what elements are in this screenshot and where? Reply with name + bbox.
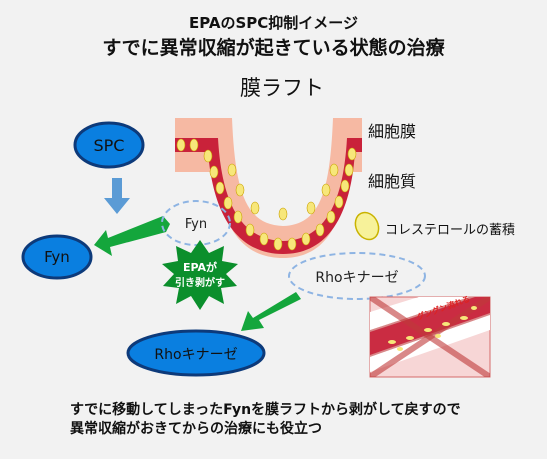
- title-line2: すでに異常収縮が起きている状態の治療: [102, 37, 445, 59]
- epa-line1: EPAが: [183, 260, 217, 274]
- title-line1: EPAのSPC抑制イメージ: [189, 14, 358, 32]
- epa-star: [162, 240, 238, 310]
- rho-bottom-label: Rhoキナーゼ: [154, 347, 237, 363]
- cytoplasm-label: 細胞質: [368, 172, 417, 191]
- fyn-raft-node: [161, 200, 231, 246]
- cholesterol-label: コレステロールの蓄積: [385, 223, 516, 238]
- note-line1: すでに移動してしまったFynを膜ラフトから剥がして戻すので: [70, 402, 461, 418]
- epa-line2: 引き剥がす: [175, 276, 225, 289]
- rho-bottom-node: [126, 329, 266, 377]
- spc-node: [73, 121, 145, 169]
- note-line2: 異常収縮がおきてからの治療にも役立つ: [70, 421, 322, 437]
- cell-membrane: [175, 118, 362, 258]
- raft-label: 膜ラフト: [240, 76, 324, 100]
- fyn-raft-label: Fyn: [185, 217, 207, 232]
- rho-raft-node: [288, 252, 426, 300]
- spc-down-arrow: [104, 178, 130, 214]
- spc-node-label: SPC: [94, 136, 125, 155]
- membrane-label: 細胞膜: [368, 122, 417, 141]
- fyn-green-arrow: [94, 216, 170, 256]
- cholesterol-icon: [354, 211, 380, 241]
- bottom-note: すでに移動してしまったFynを膜ラフトから剥がして戻すので 異常収縮がおきてから…: [70, 401, 461, 439]
- fyn-left-node: [21, 234, 93, 280]
- vessel-illustration: グングン流れる: [369, 293, 491, 378]
- rho-raft-label: Rhoキナーゼ: [315, 270, 398, 286]
- fyn-left-label: Fyn: [44, 248, 70, 266]
- rho-green-arrow: [241, 292, 301, 331]
